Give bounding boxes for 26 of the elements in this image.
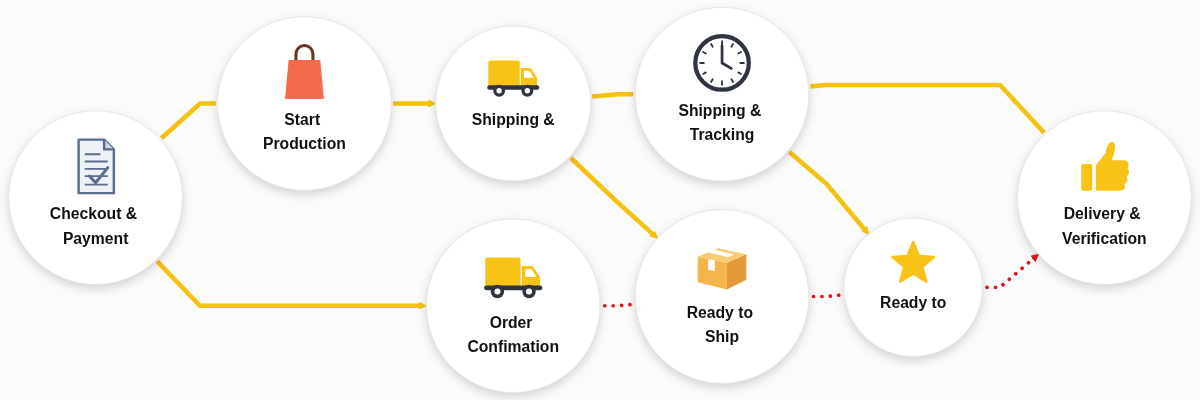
connector-line bbox=[592, 91, 634, 99]
step-circle bbox=[634, 209, 810, 384]
arrow bbox=[569, 156, 658, 239]
step-circle bbox=[425, 218, 601, 394]
step-circle bbox=[435, 25, 592, 182]
step-label: Checkout & Payment bbox=[48, 204, 139, 249]
step-label: Shipping & bbox=[471, 109, 555, 131]
arrow bbox=[393, 99, 437, 108]
step-label: Order Confimation bbox=[466, 312, 561, 357]
step-label: Ready to bbox=[880, 293, 947, 314]
arrow bbox=[787, 150, 870, 235]
arrow bbox=[155, 259, 427, 310]
connector-line bbox=[810, 82, 1046, 135]
dotted-line bbox=[811, 293, 842, 299]
step-circle bbox=[8, 110, 183, 285]
dotted-arrow bbox=[985, 253, 1039, 290]
step-label: Shipping & Tracking bbox=[677, 101, 763, 146]
connector-line bbox=[159, 101, 216, 140]
step-label: Start Production bbox=[262, 110, 347, 155]
step-circle bbox=[843, 217, 983, 357]
dotted-line bbox=[602, 302, 633, 308]
step-label: Ready to Ship bbox=[685, 303, 755, 348]
step-circle bbox=[217, 16, 392, 191]
step-circle bbox=[1017, 110, 1192, 285]
step-label: Delivery & Verification bbox=[1061, 204, 1148, 249]
step-circle bbox=[634, 6, 810, 182]
